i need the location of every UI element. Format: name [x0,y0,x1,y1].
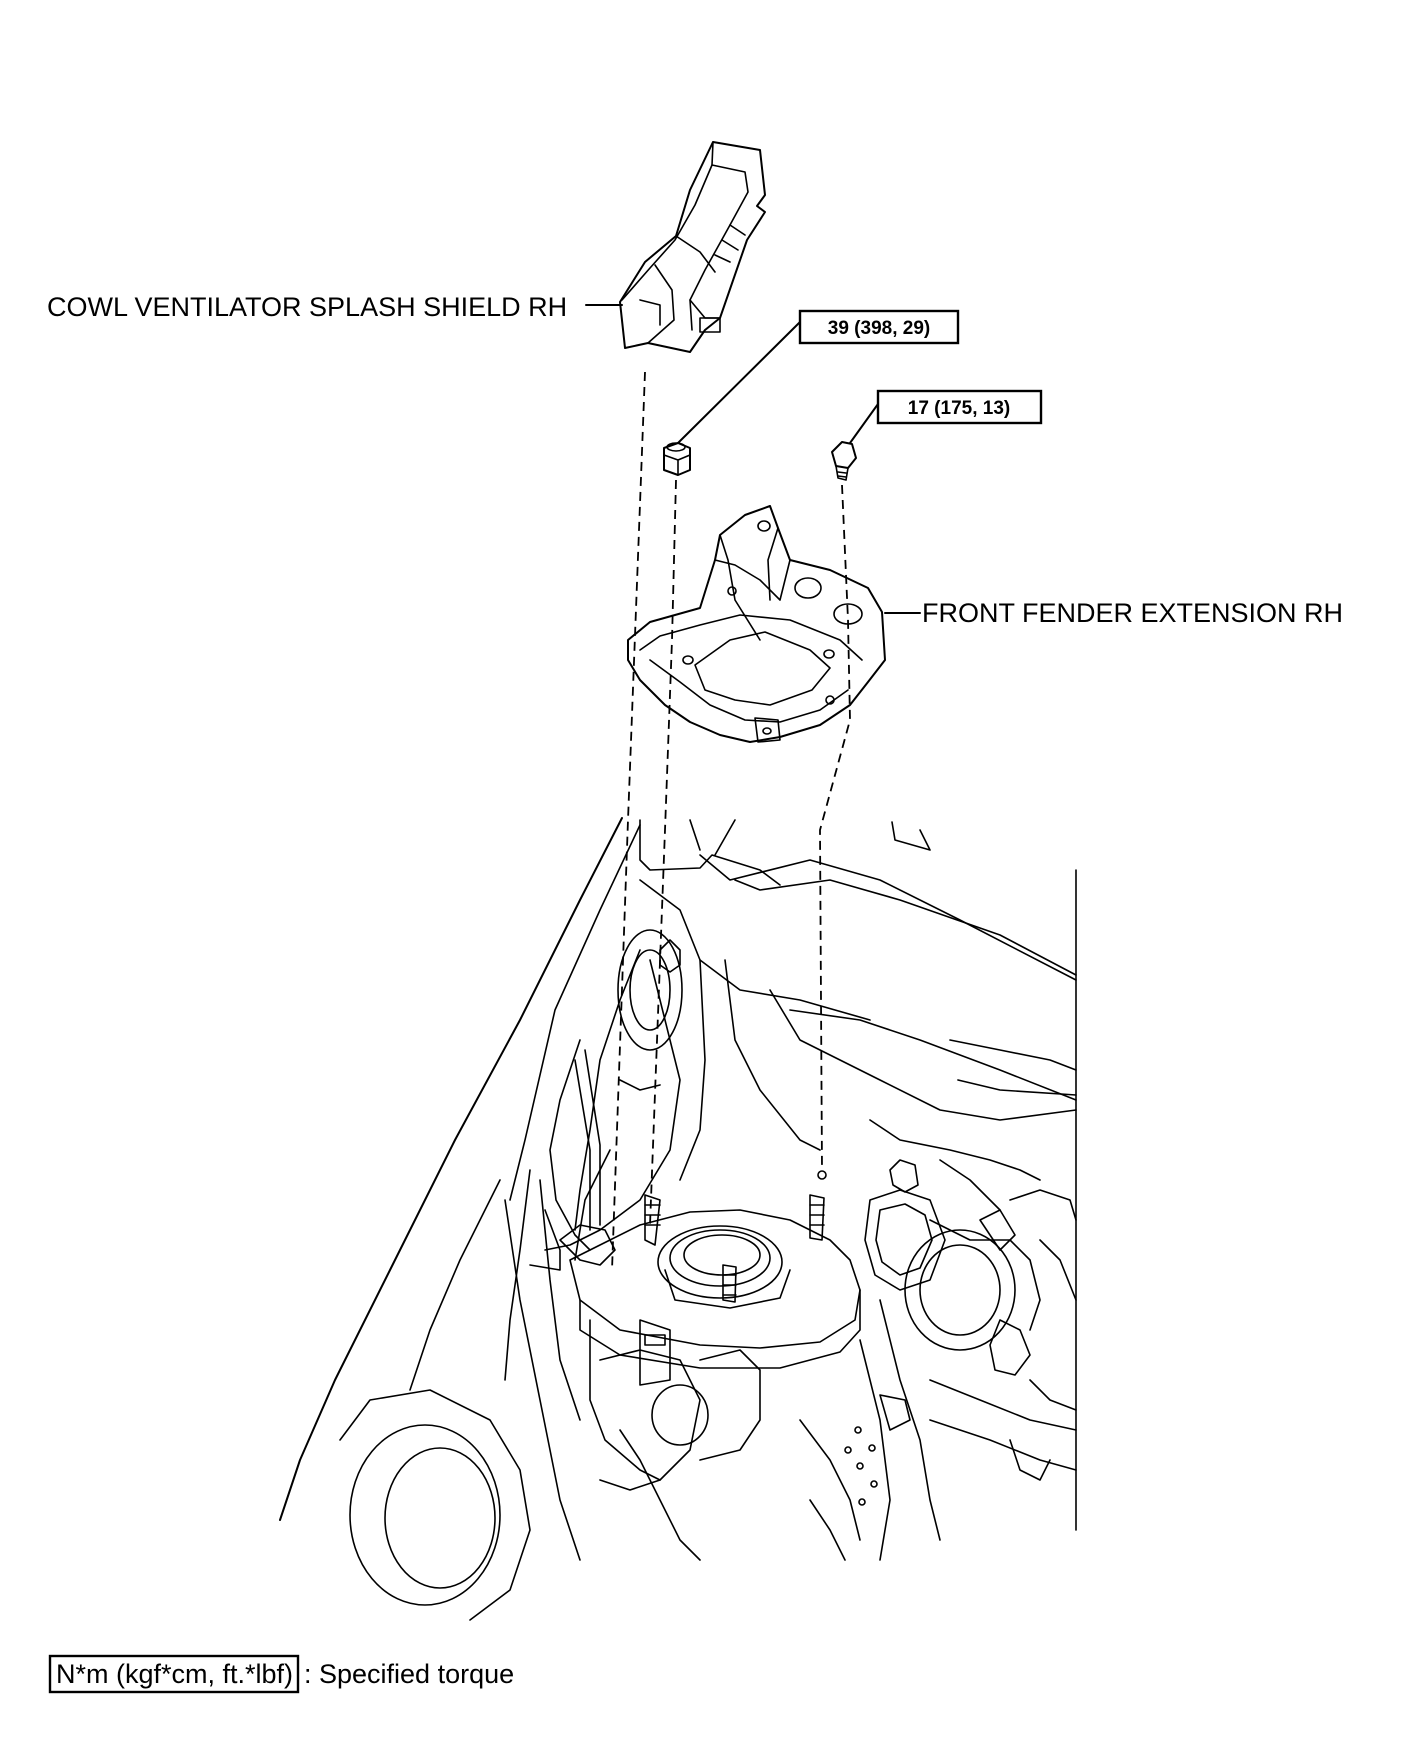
legend-description: : Specified torque [304,1659,514,1689]
vehicle-body [279,817,1077,1621]
front-fender-extension [627,505,921,743]
torque-legend: N*m (kgf*cm, ft.*lbf) : Specified torque [48,1654,514,1694]
torque-value-nut: 39 (398, 29) [828,318,930,339]
cowl-shield-label: COWL VENTILATOR SPLASH SHIELD RH [47,292,567,322]
flange-bolt [831,403,879,481]
flange-nut [663,321,801,476]
legend-unit-box: N*m (kgf*cm, ft.*lbf) [56,1659,293,1689]
torque-callout-bolt: 17 (175, 13) [876,389,1043,425]
fender-extension-label: FRONT FENDER EXTENSION RH [922,598,1343,628]
cowl-ventilator-splash-shield [585,141,766,353]
torque-value-bolt: 17 (175, 13) [908,398,1010,419]
torque-callout-nut: 39 (398, 29) [798,309,960,345]
assembly-lines [611,371,851,1271]
